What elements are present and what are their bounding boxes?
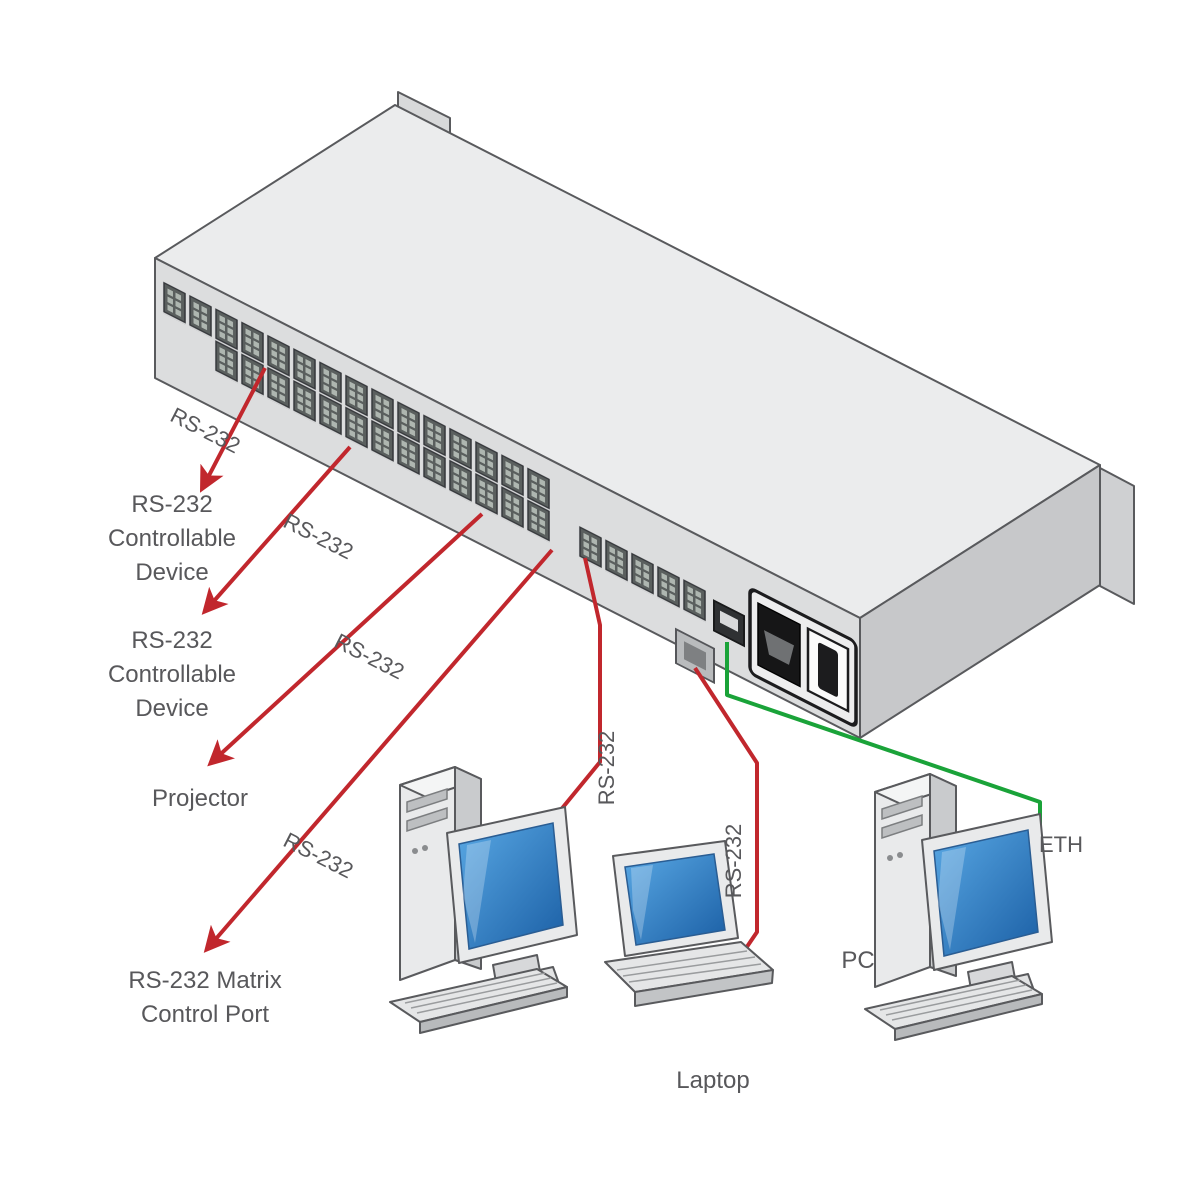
ethernet-port	[713, 599, 745, 648]
svg-text:Controllable: Controllable	[108, 661, 236, 688]
device-rack-ear-right	[1099, 467, 1135, 605]
matrix-switcher-device	[154, 91, 1135, 739]
desktop-computer-illustration	[389, 766, 578, 1034]
terminal-block-row-2	[214, 339, 552, 544]
pc-illustration	[864, 773, 1053, 1041]
rs232-label-4: RS-232	[279, 827, 357, 883]
svg-text:RS-232: RS-232	[131, 627, 212, 654]
svg-text:Device: Device	[135, 559, 208, 586]
connection-rs232-desktop	[530, 557, 602, 847]
connection-rs232-controllable-device-1	[199, 367, 267, 493]
rs232-plug	[675, 627, 715, 685]
rs232-label-laptop: RS-232	[721, 824, 746, 899]
laptop-illustration	[604, 840, 774, 1007]
front-panel-detail	[162, 280, 858, 727]
svg-text:Device: Device	[135, 695, 208, 722]
connection-rs232-projector	[207, 512, 484, 767]
svg-text:RS-232: RS-232	[131, 491, 212, 518]
node-label-matrix-control-port: RS-232 Matrix Control Port	[128, 967, 281, 1028]
connection-rs232-matrix-control-port	[203, 548, 554, 953]
svg-text:Controllable: Controllable	[108, 525, 236, 552]
laptop-front-edge	[634, 969, 774, 1007]
svg-text:Control Port: Control Port	[141, 1001, 269, 1028]
connection-rs232-laptop	[693, 666, 759, 959]
svg-text:RS-232 Matrix: RS-232 Matrix	[128, 967, 281, 994]
connection-rs232-controllable-device-2	[201, 445, 352, 615]
node-label-pc: PC	[841, 947, 874, 974]
rs232-label-3: RS-232	[330, 628, 408, 684]
node-label-controllable-device-1: RS-232 Controllable Device	[108, 491, 236, 586]
eth-label: ETH	[1039, 832, 1083, 857]
terminal-block-row-3	[578, 525, 708, 624]
rs232-label-desktop: RS-232	[594, 731, 619, 806]
node-label-projector: Projector	[152, 785, 248, 812]
node-label-controllable-device-2: RS-232 Controllable Device	[108, 627, 236, 722]
node-label-laptop: Laptop	[676, 1067, 749, 1094]
terminal-block-row-1	[162, 280, 552, 512]
power-switch-rocker	[818, 642, 838, 697]
laptop-screen	[624, 853, 726, 946]
power-module	[748, 588, 858, 727]
rs232-label-2: RS-232	[279, 508, 357, 564]
